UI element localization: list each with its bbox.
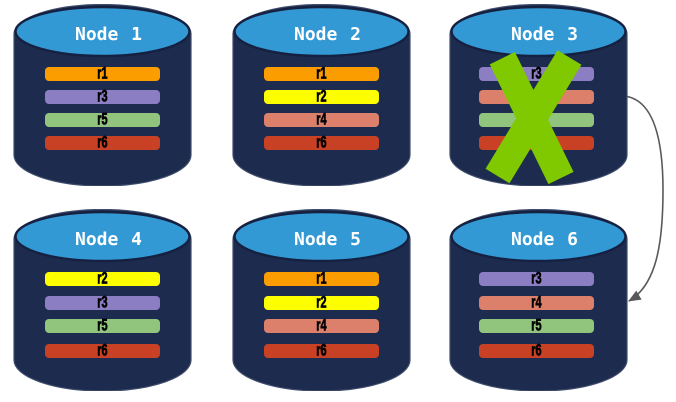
node-1-label: Node 1 [74, 24, 143, 45]
replica-label: r2 [97, 269, 108, 288]
node-4: Node 4 r2 r3 r5 r6 [13, 209, 192, 391]
replica-label: r2 [316, 294, 327, 312]
node-6-label: Node 6 [510, 229, 579, 250]
replica-label: r3 [531, 65, 542, 83]
replica-bar: r2 [45, 269, 160, 288]
node-2: Node 2 r1 r2 r4 r6 [232, 4, 411, 186]
replica-bar: r4 [264, 317, 379, 335]
failure-x-icon [485, 50, 582, 185]
failover-arrow [627, 95, 664, 302]
replica-label: r6 [316, 342, 327, 360]
replica-bar: r1 [45, 65, 160, 83]
node-1: Node 1 r1 r3 r5 r6 [13, 4, 192, 186]
node-5-label: Node 5 [293, 229, 362, 250]
replica-label: r1 [316, 269, 327, 288]
replica-bar: r5 [479, 317, 594, 335]
replica-bar: r6 [45, 134, 160, 152]
replica-bar: r1 [264, 269, 379, 288]
node-6: Node 6 r3 r4 r5 r6 [449, 209, 628, 391]
node-4-label: Node 4 [74, 229, 143, 250]
replica-label: r4 [531, 294, 542, 312]
replica-bar: r6 [264, 134, 379, 152]
replica-bar: r2 [264, 294, 379, 312]
replica-bar: r5 [45, 111, 160, 129]
replica-label: r4 [316, 111, 327, 129]
replica-label: r6 [316, 134, 327, 152]
replica-bar: r6 [479, 342, 594, 360]
replica-label: r5 [97, 317, 108, 335]
replica-label: r6 [531, 342, 542, 360]
replica-label: r5 [97, 111, 108, 129]
replica-label: r4 [316, 317, 327, 335]
replica-label: r6 [97, 342, 108, 360]
replica-label: r1 [316, 65, 327, 83]
replica-bar: r6 [45, 342, 160, 360]
replica-label: r3 [97, 294, 108, 312]
replica-label: r3 [531, 269, 542, 288]
replica-bar: r3 [45, 294, 160, 312]
replica-bar: r1 [264, 65, 379, 83]
replica-label: r1 [97, 65, 108, 83]
replica-label: r2 [316, 88, 327, 106]
replica-label: r6 [97, 134, 108, 152]
replica-bar: r5 [45, 317, 160, 335]
replica-bar: r4 [479, 294, 594, 312]
replica-bar: r6 [264, 342, 379, 360]
replica-label: r5 [531, 317, 542, 335]
replica-bar: r4 [264, 111, 379, 129]
replica-bar: r2 [264, 88, 379, 106]
replica-bar: r3 [45, 88, 160, 106]
replica-bar: r3 [479, 269, 594, 288]
node-3-label: Node 3 [510, 24, 579, 45]
node-2-label: Node 2 [293, 24, 362, 45]
replica-label: r3 [97, 88, 108, 106]
node-5: Node 5 r1 r2 r4 r6 [232, 209, 411, 391]
